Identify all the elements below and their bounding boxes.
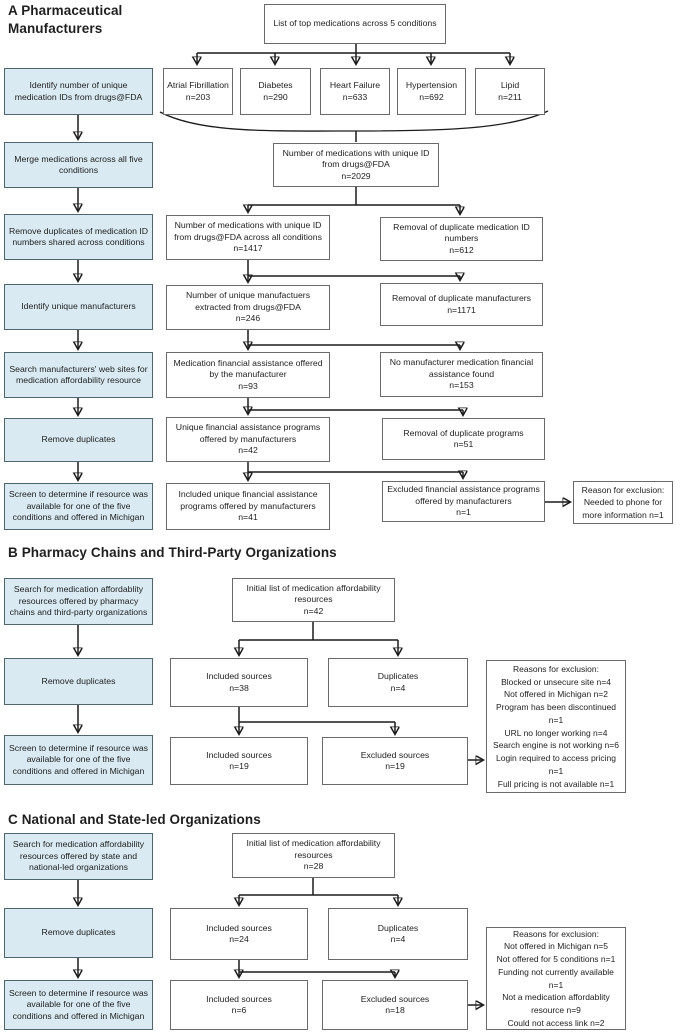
step-identify-medication-ids: Identify number of unique medication IDs… <box>4 68 153 115</box>
brace <box>159 110 549 132</box>
box-condition-heart-failure: Heart Failure n=633 <box>320 68 390 115</box>
step-search-pharmacy-resources: Search for medication affordablity resou… <box>4 578 153 625</box>
side-removal-duplicate-programs-51: Removal of duplicate programs n=51 <box>382 418 545 460</box>
box-condition-lipid: Lipid n=211 <box>475 68 545 115</box>
step-identify-manufacturers: Identify unique manufacturers <box>4 284 153 330</box>
flow-unique-id-all-1417: Number of medications with unique ID fro… <box>166 215 330 260</box>
skeleton-lines <box>197 44 510 973</box>
box-initial-list-c-28: Initial list of medication affordability… <box>232 833 395 878</box>
flow-financial-assistance-93: Medication financial assistance offered … <box>166 352 330 398</box>
box-excluded-sources-19: Excluded sources n=19 <box>322 737 468 785</box>
box-included-sources-38: Included sources n=38 <box>170 658 308 707</box>
box-condition-diabetes: Diabetes n=290 <box>240 68 311 115</box>
box-condition-atrial-fibrillation: Atrial Fibrillation n=203 <box>163 68 233 115</box>
step-search-manufacturer-sites: Search manufacturers' web sites for medi… <box>4 352 153 398</box>
box-duplicates-b-4: Duplicates n=4 <box>328 658 468 707</box>
section-b-heading: B Pharmacy Chains and Third-Party Organi… <box>8 545 337 560</box>
step-remove-duplicates-a: Remove duplicates <box>4 418 153 462</box>
box-condition-hypertension: Hypertension n=692 <box>397 68 466 115</box>
step-remove-duplicate-ids: Remove duplicates of medication ID numbe… <box>4 214 153 260</box>
box-initial-list-b-42: Initial list of medication affordability… <box>232 578 395 622</box>
reasons-box-b: Reasons for exclusion: Blocked or unsecu… <box>486 660 626 793</box>
section-c-heading: C National and State-led Organizations <box>8 812 261 827</box>
step-search-state-resources: Search for medication affordability reso… <box>4 833 153 880</box>
step-merge-medications: Merge medications across all five condit… <box>4 142 153 188</box>
step-remove-duplicates-c: Remove duplicates <box>4 908 153 958</box>
box-excluded-sources-18: Excluded sources n=18 <box>322 980 468 1030</box>
reason-box-a: Reason for exclusion: Needed to phone fo… <box>573 481 673 524</box>
side-no-assistance-found-153: No manufacturer medication financial ass… <box>380 352 543 397</box>
box-included-sources-6: Included sources n=6 <box>170 980 308 1030</box>
flow-included-programs-41: Included unique financial assistance pro… <box>166 483 330 530</box>
box-duplicates-c-4: Duplicates n=4 <box>328 908 468 960</box>
section-a-heading: A Pharmaceutical Manufacturers <box>8 3 123 36</box>
step-screen-resource-c: Screen to determine if resource was avai… <box>4 980 153 1030</box>
step-remove-duplicates-b: Remove duplicates <box>4 658 153 705</box>
side-removal-duplicate-ids-612: Removal of duplicate medication ID numbe… <box>380 217 543 261</box>
box-included-sources-19: Included sources n=19 <box>170 737 308 785</box>
step-screen-resource-a: Screen to determine if resource was avai… <box>4 483 153 530</box>
side-excluded-programs-1: Excluded financial assistance programs o… <box>382 481 545 522</box>
side-removal-duplicate-manufacturers-1171: Removal of duplicate manufacturers n=117… <box>380 283 543 326</box>
reasons-box-c: Reasons for exclusion: Not offered in Mi… <box>486 927 626 1030</box>
flow-unique-id-2029: Number of medications with unique ID fro… <box>273 143 439 187</box>
flow-unique-manufacturers-246: Number of unique manufactuers extracted … <box>166 285 330 330</box>
flow-unique-programs-42: Unique financial assistance programs off… <box>166 417 330 462</box>
step-screen-resource-b: Screen to determine if resource was avai… <box>4 735 153 785</box>
box-list-top-medications: List of top medications across 5 conditi… <box>264 4 446 44</box>
box-included-sources-24: Included sources n=24 <box>170 908 308 960</box>
